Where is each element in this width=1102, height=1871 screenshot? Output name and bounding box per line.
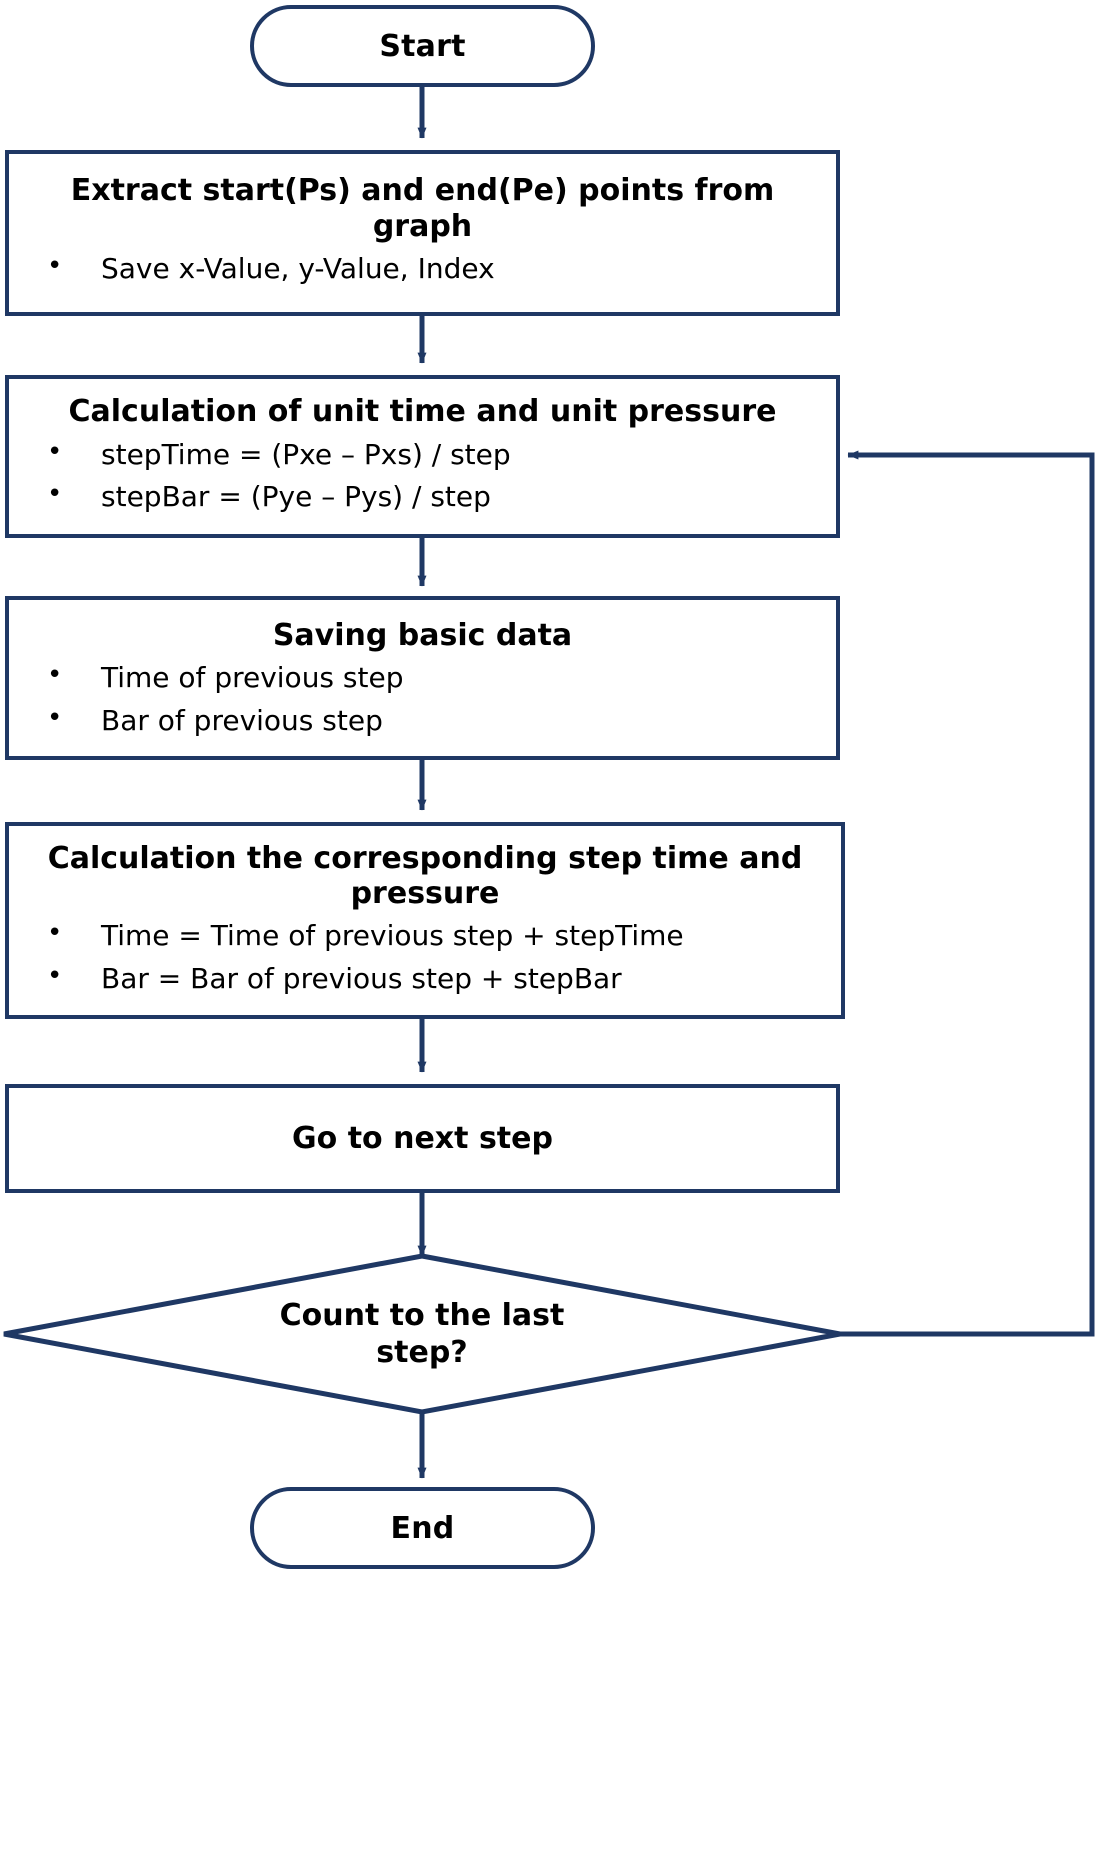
node-extract-points-title: Extract start(Ps) and end(Pe) points fro… [70, 173, 775, 244]
bullet-item: Save x-Value, y-Value, Index [39, 247, 836, 291]
node-end[interactable]: End [250, 1487, 595, 1569]
node-calc-step[interactable]: Calculation the corresponding step time … [5, 822, 845, 1019]
bullet-item: Bar of previous step [39, 699, 836, 743]
node-count-last-step[interactable]: Count to the last step? [172, 1276, 672, 1394]
node-calc-unit-bullets: stepTime = (Pxe – Pxs) / step stepBar = … [9, 433, 836, 519]
node-extract-points-bullets: Save x-Value, y-Value, Index [9, 247, 836, 291]
node-start-label: Start [379, 28, 466, 64]
node-calc-step-title: Calculation the corresponding step time … [47, 840, 803, 911]
bullet-item: stepTime = (Pxe – Pxs) / step [39, 433, 836, 477]
node-go-next-step-title: Go to next step [292, 1120, 553, 1156]
node-calc-unit[interactable]: Calculation of unit time and unit pressu… [5, 375, 840, 538]
node-end-label: End [390, 1510, 455, 1546]
bullet-item: Time = Time of previous step + stepTime [39, 914, 841, 958]
node-calc-step-bullets: Time = Time of previous step + stepTime … [9, 914, 841, 1001]
edge-count-last-loopback [840, 450, 1095, 1337]
node-start[interactable]: Start [250, 5, 595, 87]
bullet-item: Bar = Bar of previous step + stepBar [39, 957, 841, 1001]
node-save-basic-data-title: Saving basic data [272, 617, 573, 653]
bullet-item: Time of previous step [39, 656, 836, 700]
bullet-item: stepBar = (Pye – Pys) / step [39, 475, 836, 519]
node-save-basic-data[interactable]: Saving basic data Time of previous step … [5, 596, 840, 760]
node-save-basic-data-bullets: Time of previous step Bar of previous st… [9, 656, 836, 743]
node-extract-points[interactable]: Extract start(Ps) and end(Pe) points fro… [5, 150, 840, 316]
node-calc-unit-title: Calculation of unit time and unit pressu… [68, 394, 777, 430]
node-go-next-step[interactable]: Go to next step [5, 1084, 840, 1193]
node-count-last-step-label: Count to the last step? [279, 1298, 565, 1370]
